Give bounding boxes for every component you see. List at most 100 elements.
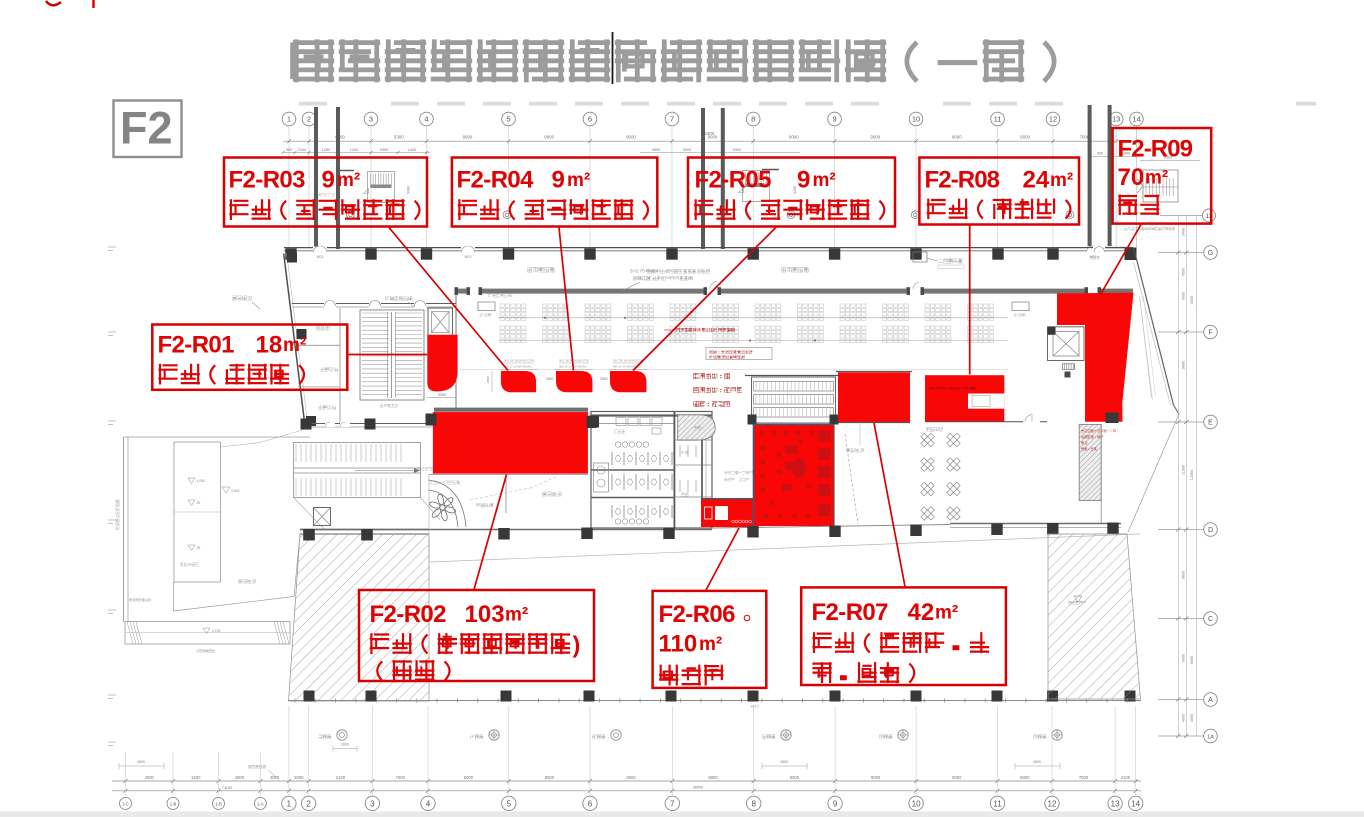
svg-text:1A: 1A — [1207, 735, 1214, 741]
svg-text:6000: 6000 — [335, 135, 345, 140]
svg-text:7000: 7000 — [1079, 775, 1089, 780]
svg-text:WD2: WD2 — [464, 255, 471, 259]
svg-text:71100: 71100 — [222, 786, 232, 790]
svg-text:1-A: 1-A — [257, 802, 264, 807]
svg-text:4000: 4000 — [1182, 714, 1186, 722]
svg-text:WD-C: WD-C — [751, 705, 760, 709]
svg-text:m²: m² — [699, 634, 722, 655]
svg-text:6: 6 — [588, 115, 592, 124]
svg-text:25: 25 — [197, 501, 201, 505]
svg-text:70: 70 — [1118, 164, 1145, 191]
svg-text:4500: 4500 — [1033, 760, 1041, 764]
svg-text:7: 7 — [670, 115, 674, 124]
svg-text:110: 110 — [659, 631, 698, 658]
svg-text:F2-R02: F2-R02 — [370, 601, 447, 628]
svg-text:F2: F2 — [120, 103, 173, 154]
svg-text:8: 8 — [751, 115, 755, 124]
svg-text:2100: 2100 — [298, 148, 306, 152]
svg-text:900 750 900X600X2700: 900 750 900X600X2700 — [504, 359, 535, 363]
svg-text:3080: 3080 — [294, 775, 304, 780]
svg-text:7: 7 — [670, 799, 675, 808]
svg-text:2500: 2500 — [486, 376, 490, 383]
svg-text:900 10 10 900X600X1: 900 10 10 900X600X1 — [613, 365, 641, 369]
svg-text:1400: 1400 — [408, 148, 416, 152]
svg-text:): ) — [573, 632, 581, 658]
svg-text:3: 3 — [369, 115, 373, 124]
svg-text:D: D — [1208, 527, 1213, 534]
svg-text:9000: 9000 — [1190, 656, 1194, 664]
svg-text:13: 13 — [1111, 799, 1120, 808]
svg-text:9600: 9600 — [1182, 571, 1186, 579]
svg-text:F2-R07: F2-R07 — [812, 599, 889, 626]
svg-text:25: 25 — [197, 546, 201, 550]
svg-text:F2-R06: F2-R06 — [659, 601, 736, 628]
svg-text:F2-R04: F2-R04 — [457, 167, 535, 194]
svg-text:F2-R09: F2-R09 — [1118, 135, 1193, 162]
svg-text:m²: m² — [935, 602, 958, 623]
svg-text:94400: 94400 — [702, 131, 715, 136]
svg-text:500: 500 — [286, 148, 292, 152]
svg-text:9: 9 — [833, 115, 837, 124]
svg-text:96000: 96000 — [693, 786, 704, 790]
svg-text:1300: 1300 — [350, 148, 358, 152]
svg-text:2: 2 — [307, 115, 311, 124]
svg-text:42: 42 — [908, 599, 935, 626]
svg-text:900 10 10 900X600X1: 900 10 10 900X600X1 — [504, 365, 532, 369]
svg-text:12000: 12000 — [1190, 470, 1194, 481]
svg-text:14: 14 — [1132, 115, 1140, 124]
svg-text:1: 1 — [287, 115, 291, 124]
svg-text:WD2: WD2 — [1089, 255, 1096, 259]
svg-text:9000: 9000 — [1182, 654, 1186, 662]
svg-text:9000: 9000 — [545, 775, 555, 780]
svg-text:3300: 3300 — [438, 393, 446, 397]
svg-text:9000: 9000 — [952, 135, 962, 140]
svg-text:2800: 2800 — [600, 377, 608, 381]
svg-text:12: 12 — [1049, 115, 1057, 124]
svg-text:5300: 5300 — [380, 148, 388, 152]
svg-text:5: 5 — [507, 799, 512, 808]
svg-text:4500: 4500 — [652, 148, 660, 152]
svg-text:11: 11 — [994, 115, 1002, 124]
svg-text:18: 18 — [256, 332, 283, 359]
svg-text:7000: 7000 — [1080, 135, 1090, 140]
svg-text:4.500: 4.500 — [231, 489, 240, 493]
svg-text:5300: 5300 — [1164, 156, 1172, 160]
svg-text:4000: 4000 — [145, 775, 155, 780]
svg-text:13: 13 — [1205, 213, 1213, 220]
svg-text:9000: 9000 — [463, 135, 473, 140]
svg-text:4800: 4800 — [270, 775, 280, 780]
svg-text:2100: 2100 — [1121, 775, 1131, 780]
svg-text:4800: 4800 — [235, 775, 245, 780]
svg-text:F2-R03: F2-R03 — [229, 167, 306, 194]
svg-text:2800: 2800 — [546, 377, 554, 381]
svg-text:6000: 6000 — [464, 775, 474, 780]
svg-text:9000: 9000 — [708, 775, 718, 780]
svg-text:8: 8 — [751, 799, 756, 808]
svg-text:9000: 9000 — [952, 775, 962, 780]
svg-text:1250: 1250 — [322, 148, 330, 152]
svg-text:F: F — [1208, 330, 1212, 337]
svg-text:m²: m² — [505, 604, 528, 625]
svg-text:2000: 2000 — [341, 743, 349, 747]
svg-text:4.100: 4.100 — [212, 629, 221, 633]
svg-text:9: 9 — [833, 799, 838, 808]
svg-text:12: 12 — [1048, 799, 1057, 808]
svg-text:4500: 4500 — [1182, 268, 1186, 276]
svg-text:m²: m² — [567, 170, 590, 191]
svg-text:5300: 5300 — [394, 135, 404, 140]
svg-text:11300: 11300 — [1182, 465, 1186, 475]
svg-text:9000: 9000 — [870, 135, 880, 140]
svg-text:4: 4 — [426, 799, 431, 808]
svg-text:7000: 7000 — [396, 775, 406, 780]
svg-text:2: 2 — [306, 799, 311, 808]
svg-text:3300: 3300 — [407, 186, 411, 194]
svg-text:4000: 4000 — [1190, 714, 1194, 722]
svg-text:3: 3 — [370, 799, 375, 808]
svg-text:6: 6 — [588, 799, 593, 808]
svg-text:4: 4 — [424, 115, 428, 124]
svg-text:9000: 9000 — [626, 135, 636, 140]
svg-text:6000: 6000 — [1020, 775, 1030, 780]
svg-text:24: 24 — [1023, 167, 1050, 194]
svg-text:2100: 2100 — [336, 775, 346, 780]
svg-text:9: 9 — [322, 167, 335, 194]
